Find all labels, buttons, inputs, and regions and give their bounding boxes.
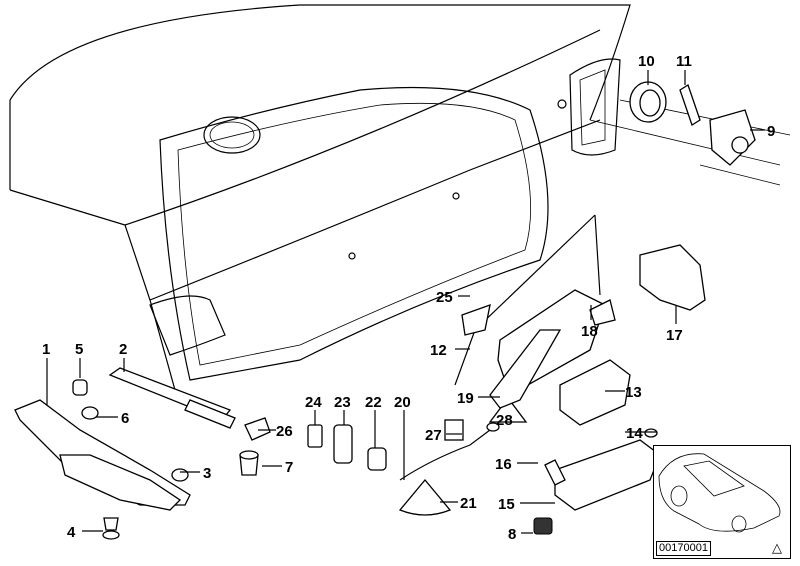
callout-18: 18 — [581, 323, 598, 340]
callout-11: 11 — [676, 53, 692, 70]
callout-26: 26 — [276, 423, 293, 440]
callout-12: 12 — [430, 342, 447, 359]
clips-drawing — [307, 396, 528, 516]
car-outline-icon — [658, 453, 781, 533]
callout-15: 15 — [498, 496, 515, 513]
callout-25: 25 — [436, 289, 453, 306]
callout-19: 19 — [457, 390, 474, 407]
lock-cylinder-drawing — [629, 81, 756, 166]
callout-1: 1 — [42, 341, 50, 358]
callout-28: 28 — [496, 412, 513, 429]
leader-lines — [46, 70, 765, 534]
callout-4: 4 — [67, 524, 76, 541]
callout-24: 24 — [305, 394, 322, 411]
hinge-part-drawing — [14, 379, 191, 540]
callout-6: 6 — [121, 410, 129, 427]
callout-21: 21 — [460, 495, 477, 512]
callout-8: 8 — [508, 526, 516, 543]
lock-assembly-drawing — [454, 214, 706, 535]
callout-22: 22 — [365, 394, 382, 411]
callout-5: 5 — [75, 341, 83, 358]
warning-triangle-icon: △ — [772, 540, 782, 555]
callout-17: 17 — [666, 327, 683, 344]
gas-strut-drawing — [108, 367, 271, 476]
callout-3: 3 — [203, 465, 211, 482]
trunk-lid-drawing — [9, 4, 791, 391]
callout-27: 27 — [425, 427, 442, 444]
callout-16: 16 — [495, 456, 512, 473]
callout-23: 23 — [334, 394, 351, 411]
part-code: 00170001 — [656, 541, 711, 556]
vehicle-overview-inset — [653, 445, 791, 559]
callout-14: 14 — [626, 425, 643, 442]
callout-7: 7 — [285, 459, 293, 476]
callout-2: 2 — [119, 341, 127, 358]
callout-13: 13 — [625, 384, 642, 401]
callout-20: 20 — [394, 394, 411, 411]
callout-9: 9 — [767, 123, 775, 140]
callout-10: 10 — [638, 53, 655, 70]
